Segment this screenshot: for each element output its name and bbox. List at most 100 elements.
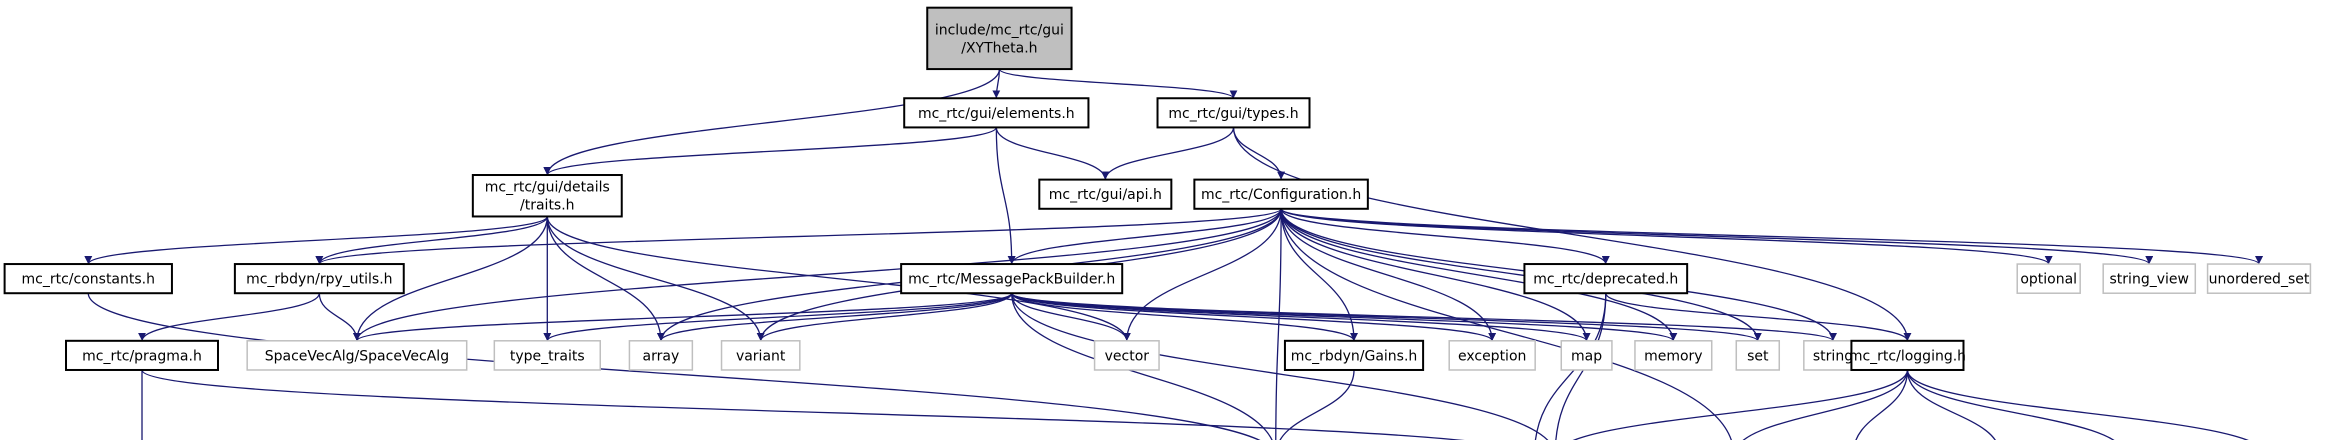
edge-types-to-configuration: [1232, 127, 1286, 180]
edge-pragma-to-macros_deprecated: [141, 369, 1465, 440]
node-types[interactable]: mc_rtc/gui/types.h: [1156, 97, 1311, 129]
node-label: set: [1747, 348, 1769, 364]
node-deprecated[interactable]: mc_rtc/deprecated.h: [1523, 263, 1689, 295]
node-string-view[interactable]: string_view: [2102, 263, 2197, 294]
node-box: [903, 97, 1090, 129]
edge-configuration-to-unordered_set: [1280, 208, 2263, 265]
edge-configuration-to-exception: [1280, 208, 1497, 341]
node-box: [1283, 339, 1425, 371]
node-label: type_traits: [510, 348, 585, 364]
node-box: [65, 339, 219, 371]
edge-configuration-to-deprecated: [1280, 208, 1610, 265]
node-label: array: [643, 348, 680, 364]
edge-types-to-logging: [1232, 127, 1912, 341]
node-label: optional: [2020, 272, 2077, 288]
node-traits[interactable]: mc_rtc/gui/details/traits.h: [471, 174, 623, 218]
node-label: mc_rtc/logging.h: [1849, 348, 1966, 364]
node-label: unordered_set: [2209, 272, 2310, 288]
edge-elements-to-api: [995, 127, 1110, 180]
edge-msgpack-to-type_traits: [543, 292, 1013, 342]
node-label: mc_rtc/Configuration.h: [1201, 187, 1361, 203]
node-box: [246, 340, 468, 371]
edge-configuration-to-rpy_utils: [315, 208, 1282, 265]
edge-logging-to-fmt: [1742, 369, 1909, 440]
node-variant[interactable]: variant: [720, 340, 801, 371]
edge-msgpack-to-map: [1011, 292, 1591, 342]
node-exception[interactable]: exception: [1448, 340, 1536, 371]
node-vector[interactable]: vector: [1093, 340, 1160, 371]
node-constants[interactable]: mc_rtc/constants.h: [3, 263, 173, 295]
edge-logging-to-logger: [1906, 369, 2115, 440]
node-array[interactable]: array: [628, 340, 694, 371]
node-label: string: [1813, 348, 1853, 364]
edge-logging-to-iostream: [1855, 369, 1909, 440]
edge-configuration-to-fmt: [1280, 208, 1732, 440]
node-box: [1093, 340, 1160, 371]
node-map[interactable]: map: [1560, 340, 1613, 371]
node-label: mc_rtc/pragma.h: [82, 348, 202, 364]
edges-layer: [84, 68, 2263, 440]
node-memory[interactable]: memory: [1634, 340, 1713, 371]
edge-traits-to-constants: [84, 215, 548, 265]
edge-configuration-to-vector: [1122, 208, 1282, 341]
edge-configuration-to-spacevecalg: [353, 208, 1282, 341]
node-gains[interactable]: mc_rbdyn/Gains.h: [1283, 339, 1425, 371]
node-label: mc_rtc/gui/details: [485, 180, 610, 196]
edge-logging-to-ostr: [1906, 369, 1996, 440]
node-label: mc_rtc/gui/elements.h: [918, 106, 1075, 122]
node-box: [1850, 339, 1965, 371]
edge-configuration-to-map: [1280, 208, 1591, 341]
edge-deprecated-to-utils_api: [1555, 293, 1607, 440]
edge-deprecated-to-logging: [1605, 292, 1912, 342]
edge-msgpack-to-vector: [1011, 293, 1131, 341]
node-msgpack[interactable]: mc_rtc/MessagePackBuilder.h: [900, 263, 1124, 295]
node-box: [1735, 340, 1781, 371]
node-elements[interactable]: mc_rtc/gui/elements.h: [903, 97, 1090, 129]
node-label: memory: [1644, 348, 1703, 364]
node-spacevecalg[interactable]: SpaceVecAlg/SpaceVecAlg: [246, 340, 468, 371]
node-logging[interactable]: mc_rtc/logging.h: [1849, 339, 1966, 371]
edge-msgpack-to-gains: [1011, 292, 1358, 342]
node-box: [1560, 340, 1613, 371]
node-label: mc_rtc/gui/api.h: [1049, 187, 1162, 203]
edge-configuration-to-optional: [1280, 208, 2053, 265]
edge-root-to-elements: [992, 69, 1001, 99]
node-label: map: [1571, 348, 1602, 364]
node-label: mc_rtc/MessagePackBuilder.h: [908, 272, 1115, 288]
node-box: [1634, 340, 1713, 371]
node-label: string_view: [2110, 272, 2189, 288]
node-unordered-set[interactable]: unordered_set: [2206, 263, 2312, 294]
edge-msgpack-to-utils_api: [1011, 293, 1549, 440]
edge-rpy_utils-to-spacevecalg: [318, 293, 361, 341]
node-box: [493, 340, 602, 371]
node-label: mc_rbdyn/Gains.h: [1291, 348, 1418, 364]
node-label: /XYTheta.h: [961, 40, 1037, 56]
edge-types-to-api: [1101, 127, 1235, 180]
node-box: [720, 340, 801, 371]
edge-configuration-to-set: [1280, 208, 1762, 341]
node-box: [1523, 263, 1689, 295]
nodes-layer: include/mc_rtc/gui/XYTheta.h mc_rtc/gui/e…: [3, 6, 2312, 371]
node-box: [2016, 263, 2081, 294]
node-label: exception: [1458, 348, 1526, 364]
node-box: [900, 263, 1124, 295]
edge-traits-to-vector: [546, 216, 1131, 341]
node-api[interactable]: mc_rtc/gui/api.h: [1038, 178, 1173, 210]
node-configuration[interactable]: mc_rtc/Configuration.h: [1193, 178, 1369, 210]
node-rpy-utils[interactable]: mc_rbdyn/rpy_utils.h: [233, 263, 405, 295]
edge-elements-to-traits: [543, 126, 997, 176]
node-optional[interactable]: optional: [2016, 263, 2081, 294]
node-root[interactable]: include/mc_rtc/gui/XYTheta.h: [926, 6, 1073, 71]
node-label: vector: [1105, 348, 1150, 364]
node-label: mc_rtc/constants.h: [22, 272, 155, 288]
node-box: [3, 263, 173, 295]
node-type-traits[interactable]: type_traits: [493, 340, 602, 371]
edge-traits-to-variant: [546, 216, 765, 341]
edge-msgpack-to-spacevecalg: [353, 292, 1013, 342]
node-set[interactable]: set: [1735, 340, 1781, 371]
node-pragma[interactable]: mc_rtc/pragma.h: [65, 339, 219, 371]
node-box: [471, 174, 623, 218]
edge-elements-to-msgpack: [995, 127, 1016, 265]
edge-constants-to-eigen_core: [87, 293, 1260, 440]
